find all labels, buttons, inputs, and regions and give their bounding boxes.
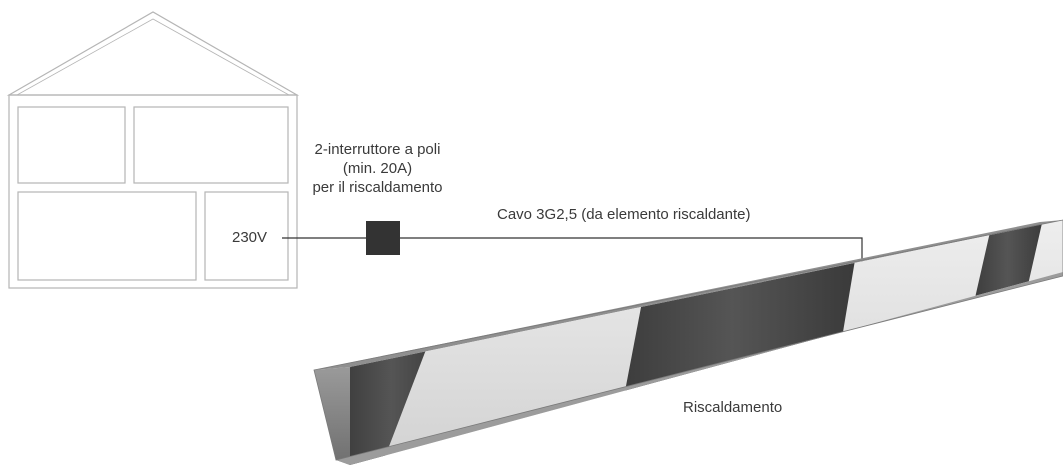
house-room xyxy=(17,106,126,184)
heater-dark-band xyxy=(610,260,855,465)
switch-label-line3: per il riscaldamento xyxy=(312,179,443,196)
cable-line xyxy=(400,237,863,272)
house-icon xyxy=(6,11,300,289)
house-roof xyxy=(6,11,300,96)
voltage-label: 230V xyxy=(232,229,268,246)
switch-label: 2-interruttore a poli (min. 20A) per il … xyxy=(290,140,465,197)
heater-end-cap xyxy=(314,367,350,465)
heater-strip xyxy=(313,219,1063,465)
house-room xyxy=(204,191,289,281)
house-room xyxy=(133,106,289,184)
switch-label-line2: (min. 20A) xyxy=(342,160,413,177)
switch-icon xyxy=(366,221,400,255)
house-body xyxy=(8,94,298,289)
house-room xyxy=(17,191,197,281)
switch-label-line1: 2-interruttore a poli xyxy=(314,141,441,158)
cable-label: Cavo 3G2,5 (da elemento riscaldante) xyxy=(497,206,751,223)
heater-label: Riscaldamento xyxy=(683,399,783,416)
heater-bottom-edge xyxy=(336,272,1063,465)
house-roof-inner xyxy=(15,18,291,96)
heater-outline xyxy=(313,219,1063,461)
